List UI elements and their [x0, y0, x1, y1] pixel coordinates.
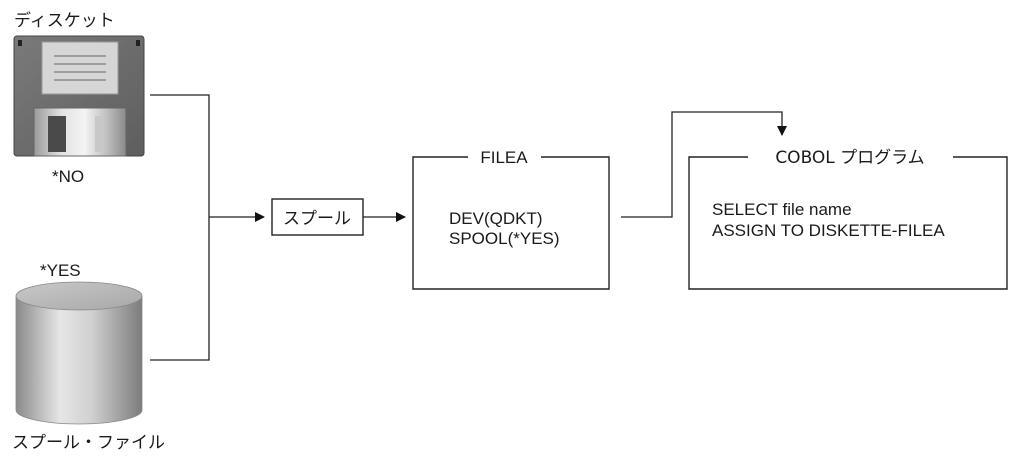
diskette-connector: [150, 94, 210, 361]
spool-label: スプール: [283, 209, 351, 229]
diskette-option: *NO: [52, 167, 84, 186]
cobol-line-assign: ASSIGN TO DISKETTE-FILEA: [712, 221, 945, 240]
spool-file-label: スプール・ファイル: [12, 433, 165, 453]
filea-line-spool: SPOOL(*YES): [449, 229, 560, 248]
filea-title: FILEA: [480, 148, 528, 167]
cobol-title: COBOL プログラム: [775, 148, 924, 168]
diskette-label: ディスケット: [14, 10, 115, 31]
filea-box: [412, 156, 610, 290]
spool-box: [271, 198, 364, 236]
diskette-icon: [13, 35, 145, 157]
filea-line-dev: DEV(QDKT): [449, 209, 543, 228]
cobol-line-select: SELECT file name: [712, 200, 852, 219]
filea-to-cobol-connector: [621, 111, 787, 218]
spool-file-option: *YES: [40, 261, 81, 280]
spool-file-icon: [15, 281, 143, 425]
cobol-box: [688, 156, 1008, 290]
